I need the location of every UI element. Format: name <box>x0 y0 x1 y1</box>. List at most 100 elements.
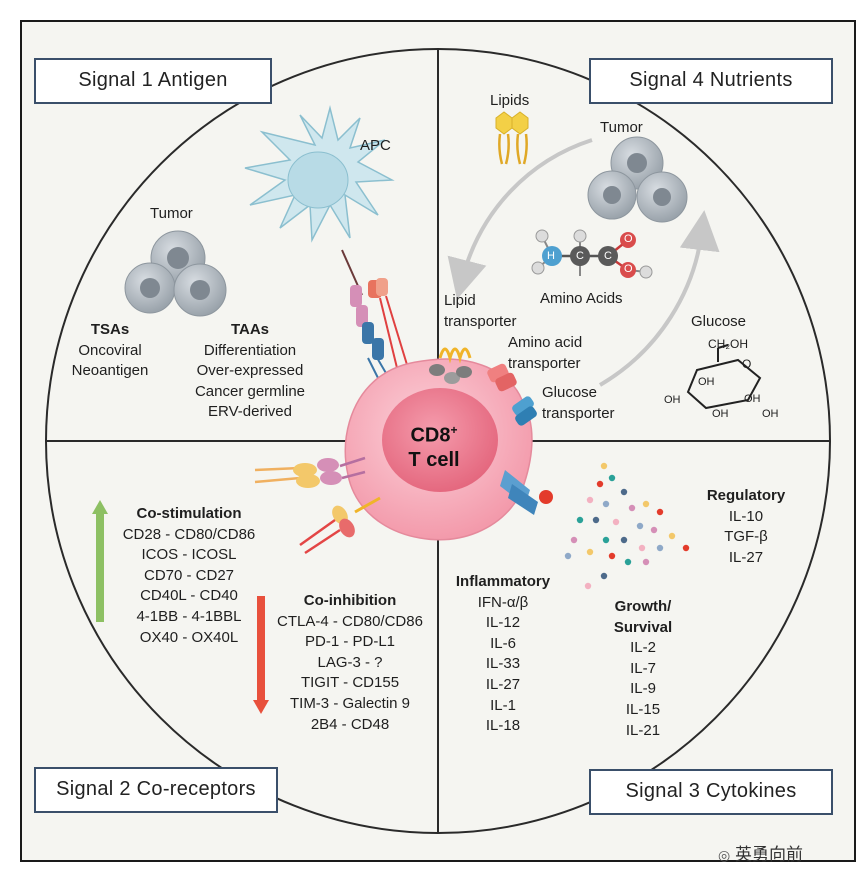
t-cell-line2: T cell <box>408 448 460 471</box>
signal3-box: Signal 3 Cytokines <box>589 769 833 815</box>
t-cell-plus: + <box>450 423 458 437</box>
cytokine-dot <box>602 500 610 508</box>
regulatory-item: IL-27 <box>728 548 764 566</box>
signal4-box: Signal 4 Nutrients <box>589 58 833 104</box>
signal3-label: Signal 3 Cytokines <box>625 780 797 802</box>
coinhib-list: Co-inhibition CTLA-4 - CD80/CD86 PD-1 - … <box>262 591 438 735</box>
glucose-transporter-shape <box>512 396 537 426</box>
regulatory-list: Regulatory IL-10 TGF-β IL-27 <box>696 486 796 568</box>
t-cell-label: CD8+ T cell <box>392 418 476 472</box>
costim-item: OX40 - OX40L <box>139 628 239 646</box>
tsas-list: TSAs Oncoviral Neoantigen <box>60 320 160 382</box>
cytokine-dot <box>612 518 620 526</box>
glucose-label: Glucose <box>691 313 747 330</box>
regulatory-title: Regulatory <box>706 487 786 504</box>
regulatory-item: IL-10 <box>728 507 764 525</box>
signal4-label: Signal 4 Nutrients <box>629 69 793 91</box>
cytokine-dot <box>642 558 650 566</box>
glucose-transporter-label: Glucose transporter <box>542 382 615 424</box>
growth-item: IL-9 <box>630 680 656 698</box>
watermark-text: 英勇向前 <box>734 845 803 864</box>
inflammatory-item: IL-1 <box>490 696 516 714</box>
taas-list: TAAs Differentiation Over-expressed Canc… <box>180 320 320 423</box>
cytokine-dot <box>682 544 690 552</box>
cytokine-dot <box>650 526 658 534</box>
t-cell-cd8: CD8 <box>410 424 451 447</box>
atom-o1-label: O <box>624 233 633 245</box>
cytokine-dot <box>620 488 628 496</box>
growth-title-1: Growth/ <box>614 598 672 615</box>
inflammatory-item: IFN-α/β <box>477 593 529 611</box>
glucose-transporter-line1: Glucose <box>542 384 598 401</box>
glucose-oh-5: OH <box>762 408 779 420</box>
taas-item: Cancer germline <box>194 382 306 400</box>
cytokine-dot <box>628 504 636 512</box>
cytokine-dot <box>656 508 664 516</box>
lipid-transporter-line1: Lipid <box>444 292 476 309</box>
tcr-mhc-complex <box>350 278 409 383</box>
taas-item: ERV-derived <box>208 403 292 421</box>
costim-item: ICOS - ICOSL <box>141 546 237 564</box>
coinhib-item: 2B4 - CD48 <box>310 715 390 733</box>
signal2-label: Signal 2 Co-receptors <box>56 778 256 800</box>
growth-item: IL-7 <box>630 659 656 677</box>
inflammatory-item: IL-6 <box>490 634 516 652</box>
costim-item: CD70 - CD27 <box>143 566 235 584</box>
taas-title: TAAs <box>230 321 270 338</box>
cytokine-dot <box>624 558 632 566</box>
amino-acids-label: Amino Acids <box>540 290 623 307</box>
cytokine-dot <box>608 474 616 482</box>
wechat-icon: ◎ <box>718 847 731 863</box>
glucose-ch2oh: CH₂OH <box>708 337 748 351</box>
coinhib-down-arrow <box>253 596 269 714</box>
inflammatory-item: IL-12 <box>485 614 521 632</box>
glucose-oh-1: OH <box>698 376 715 388</box>
apc-cell <box>244 105 395 243</box>
costim-item: CD28 - CD80/CD86 <box>122 525 256 543</box>
coinhib-item: LAG-3 - ? <box>317 653 383 671</box>
amino-acid-transporter-line2: transporter <box>508 355 581 372</box>
inflammatory-item: IL-33 <box>485 655 521 673</box>
coinhib-item: TIGIT - CD155 <box>300 674 400 692</box>
cytokine-dot <box>636 522 644 530</box>
glucose-ring-o: O <box>742 357 752 371</box>
lipids-icon <box>495 111 529 165</box>
tumor-cluster-left <box>124 230 227 317</box>
costim-up-arrow <box>92 500 108 622</box>
atom-c2-label: C <box>604 250 612 262</box>
cytokine-dot <box>608 552 616 560</box>
tsas-item: Neoantigen <box>71 362 149 380</box>
cytokine-dot <box>586 496 594 504</box>
glucose-oh-2: OH <box>744 393 761 405</box>
tsas-title: TSAs <box>90 321 130 338</box>
cytokine-dot <box>564 552 572 560</box>
lipids-label: Lipids <box>490 92 530 109</box>
tumor-label-right: Tumor <box>600 119 643 136</box>
costim-item: 4-1BB - 4-1BBL <box>136 607 242 625</box>
signal1-box: Signal 1 Antigen <box>34 58 272 104</box>
growth-item: IL-15 <box>625 700 661 718</box>
signal2-box: Signal 2 Co-receptors <box>34 767 278 813</box>
cytokine-dot <box>642 500 650 508</box>
atom-c1-label: C <box>576 250 584 262</box>
cytokine-dot <box>602 536 610 544</box>
co-stim-receptors <box>254 456 366 488</box>
glucose-structure <box>686 344 762 410</box>
atom-o2-label: O <box>624 263 633 275</box>
cytokine-dot <box>620 536 628 544</box>
cytokine-dot <box>668 532 676 540</box>
taas-item: Differentiation <box>203 341 297 359</box>
inflammatory-item: IL-27 <box>485 675 521 693</box>
cd8-t-cell <box>344 358 533 541</box>
coinhib-item: TIM-3 - Galectin 9 <box>289 694 411 712</box>
lipid-transporter-line2: transporter <box>444 313 517 330</box>
cytokine-dot <box>596 480 604 488</box>
cytokine-dot <box>600 462 608 470</box>
inflammatory-item: IL-18 <box>485 717 521 735</box>
cytokine-dot <box>600 572 608 580</box>
cytokine-receptor-shape <box>500 470 553 515</box>
growth-title-2: Survival <box>613 618 673 636</box>
atom-n-label: H <box>547 250 555 262</box>
regulatory-item: TGF-β <box>724 528 768 546</box>
coinhib-item: PD-1 - PD-L1 <box>304 633 396 651</box>
